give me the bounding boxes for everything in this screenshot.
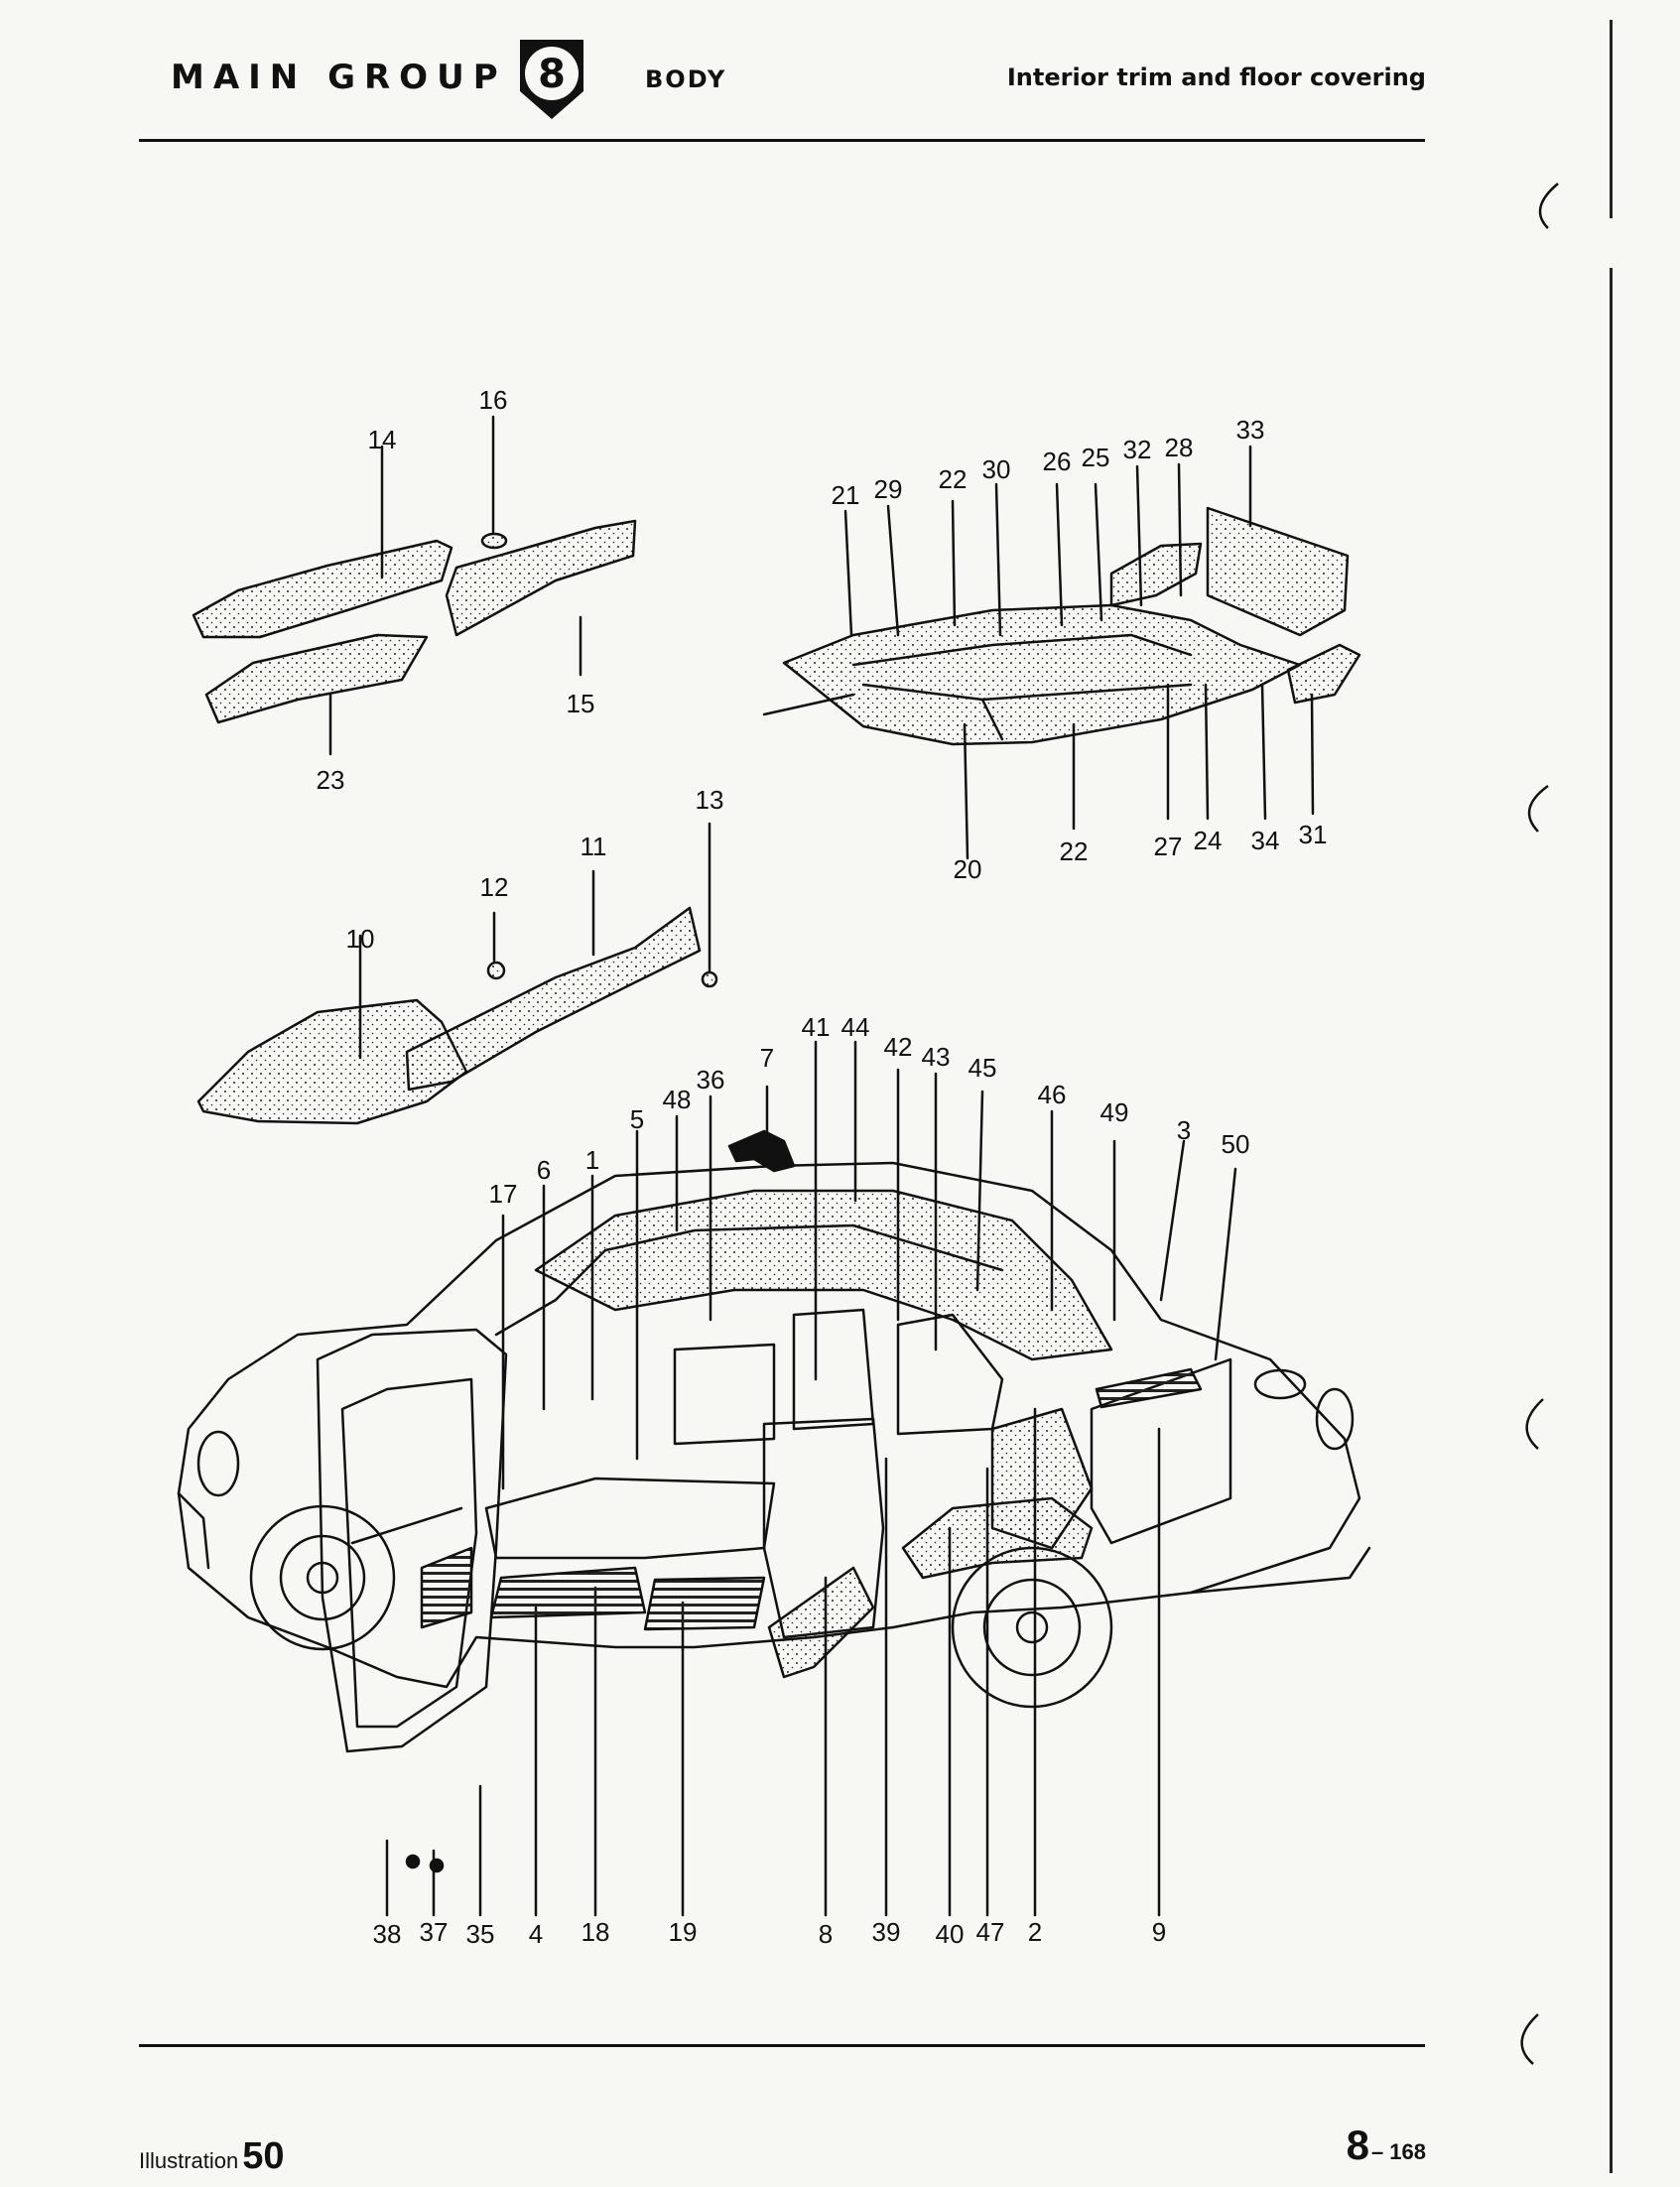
- floor-mat-part-18: [489, 1566, 647, 1619]
- front-floor-mat-part-14: [192, 539, 453, 639]
- callout-25: 25: [1082, 443, 1110, 472]
- callout-32: 32: [1123, 435, 1152, 464]
- callout-44: 44: [841, 1012, 870, 1042]
- door-panel-pocket-part-35: [420, 1546, 473, 1629]
- page-number: 8– 168: [1347, 2122, 1426, 2169]
- callout-49: 49: [1100, 1097, 1129, 1127]
- section-title: BODY: [645, 65, 727, 93]
- rear-side-window-frame: [792, 1308, 875, 1431]
- group-number: 8: [538, 52, 566, 97]
- callout-37: 37: [420, 1917, 449, 1947]
- callout-26: 26: [1043, 447, 1072, 476]
- callout-9: 9: [1152, 1917, 1166, 1947]
- callout-29: 29: [874, 474, 903, 504]
- callout-31: 31: [1299, 820, 1328, 849]
- callout-42: 42: [884, 1032, 913, 1062]
- illustration-word: Illustration: [139, 2148, 239, 2173]
- callout-40: 40: [936, 1919, 965, 1949]
- callout-4: 4: [529, 1919, 543, 1949]
- floor-mat-part-23: [204, 633, 429, 724]
- callout-33: 33: [1236, 415, 1265, 445]
- wheel-housing-cover: [901, 1496, 1094, 1580]
- open-door: [316, 1328, 508, 1753]
- callout-16: 16: [479, 385, 508, 415]
- callout-47: 47: [976, 1917, 1005, 1947]
- callout-5: 5: [630, 1104, 644, 1134]
- callout-48: 48: [663, 1085, 692, 1114]
- callout-46: 46: [1038, 1080, 1067, 1109]
- callout-22-top: 22: [939, 464, 968, 494]
- callout-24: 24: [1194, 826, 1223, 855]
- clip-part-13: [701, 970, 718, 988]
- clip-part-37: [429, 1858, 445, 1873]
- clip-part-12: [486, 961, 506, 980]
- rear-seat-panel-part-15: [445, 519, 637, 637]
- callout-41: 41: [802, 1012, 831, 1042]
- panel-part-31: [1286, 643, 1361, 705]
- callout-23: 23: [317, 765, 345, 795]
- callout-6: 6: [537, 1155, 551, 1185]
- binder-edge-lower: [1610, 268, 1613, 2173]
- front-floor: [484, 1477, 776, 1560]
- callout-20: 20: [954, 854, 982, 884]
- callout-43: 43: [922, 1042, 951, 1072]
- clip-part-38: [405, 1854, 421, 1869]
- callout-21: 21: [832, 480, 860, 510]
- rear-seat-back: [1090, 1357, 1232, 1545]
- main-group-label: MAIN GROUP: [171, 58, 507, 97]
- binder-edge: [1610, 20, 1613, 218]
- page-number-sub: – 168: [1370, 2139, 1426, 2164]
- rear-wheel: [951, 1546, 1113, 1709]
- side-panel-part-33: [1206, 506, 1350, 637]
- callout-39: 39: [872, 1917, 901, 1947]
- callout-14: 14: [368, 425, 397, 454]
- callout-7: 7: [760, 1043, 774, 1073]
- callout-11: 11: [581, 832, 607, 861]
- clip-part-16: [480, 532, 508, 550]
- callout-17: 17: [489, 1179, 518, 1209]
- callout-19: 19: [669, 1917, 698, 1947]
- callout-8: 8: [819, 1919, 833, 1949]
- callout-15: 15: [567, 689, 595, 718]
- callout-12: 12: [480, 872, 509, 902]
- callout-1: 1: [585, 1145, 599, 1175]
- callout-35: 35: [466, 1919, 495, 1949]
- callout-3: 3: [1177, 1115, 1191, 1145]
- headliner-part-44: [534, 1189, 1113, 1361]
- kick-panel-part-8: [767, 1566, 875, 1679]
- front-wheel: [249, 1504, 396, 1651]
- illustration-number: 50: [242, 2135, 285, 2177]
- wheel-arch-cover-part-32: [1109, 542, 1203, 607]
- callout-30: 30: [982, 454, 1011, 484]
- group-number-badge: 8: [520, 40, 583, 119]
- rear-floor-covering-parts-20-34: [782, 603, 1302, 746]
- callout-38: 38: [373, 1919, 402, 1949]
- car-body-outline: [177, 1161, 1361, 1689]
- luggage-mat-part-50: [1095, 1367, 1203, 1409]
- header-rule: [139, 139, 1425, 142]
- tunnel-cover-part-11: [405, 906, 702, 1092]
- coat-hook-part-7: [727, 1129, 796, 1173]
- footer-rule: [139, 2044, 1425, 2047]
- callout-10: 10: [346, 924, 375, 954]
- callout-45: 45: [969, 1053, 997, 1083]
- callout-2: 2: [1028, 1917, 1042, 1947]
- floor-mat-part-19: [643, 1576, 766, 1631]
- callout-27: 27: [1154, 832, 1183, 861]
- subsection-title: Interior trim and floor covering: [1006, 64, 1426, 91]
- callout-28: 28: [1165, 433, 1194, 462]
- callout-labels: 14 16 15 23 13 11 12 10 33 32 28 25 26 3…: [317, 385, 1328, 1949]
- page-header: MAIN GROUP 8 BODY Interior trim and floo…: [0, 0, 1680, 159]
- callout-22-bottom: 22: [1060, 836, 1089, 866]
- callout-50: 50: [1222, 1129, 1250, 1159]
- page-number-main: 8: [1346, 2122, 1369, 2168]
- callout-36: 36: [697, 1065, 725, 1094]
- callout-34: 34: [1251, 826, 1280, 855]
- callout-18: 18: [582, 1917, 610, 1947]
- callout-13: 13: [696, 785, 724, 815]
